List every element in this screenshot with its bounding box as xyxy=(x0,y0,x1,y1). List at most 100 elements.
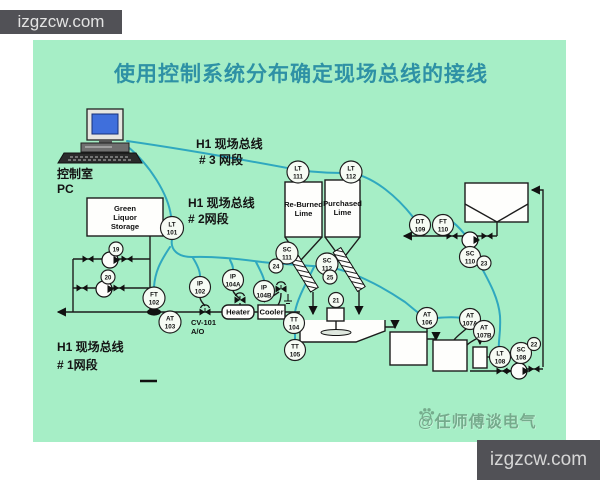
svg-text:LT: LT xyxy=(168,222,175,229)
svg-text:CV-101: CV-101 xyxy=(191,318,216,327)
svg-text:AT: AT xyxy=(166,316,174,323)
device-19: 19 xyxy=(108,241,124,257)
purchased-lime-hopper: Purchased Lime xyxy=(323,179,362,262)
svg-text:LT: LT xyxy=(496,351,503,358)
tank-3 xyxy=(472,346,488,369)
agitator-impeller xyxy=(320,329,352,336)
svg-text:104A: 104A xyxy=(225,282,241,289)
svg-text:H1 现场总线: H1 现场总线 xyxy=(196,136,263,151)
cooler: Cooler xyxy=(257,304,286,320)
svg-text:Liquor: Liquor xyxy=(113,213,137,222)
svg-text:SC: SC xyxy=(283,247,292,254)
svg-text:FT: FT xyxy=(439,219,447,226)
svg-text:107A: 107A xyxy=(462,321,478,328)
lime-storage-tank xyxy=(464,182,529,223)
svg-text:Storage: Storage xyxy=(111,222,139,231)
svg-text:110: 110 xyxy=(438,227,449,234)
svg-text:102: 102 xyxy=(149,300,160,307)
svg-text:IP: IP xyxy=(261,285,267,292)
svg-text:105: 105 xyxy=(290,352,301,359)
svg-text:110: 110 xyxy=(465,259,476,266)
svg-text:DT: DT xyxy=(416,219,425,226)
diagram-canvas xyxy=(33,40,566,442)
lime-slaker-mixer xyxy=(299,307,386,343)
svg-text:104: 104 xyxy=(289,325,300,332)
watermark-text: izgzcw.com xyxy=(17,12,105,31)
credit-watermark: @任师傅谈电气 xyxy=(418,406,570,434)
segment2-label: H1 现场总线 # 2网段 xyxy=(188,195,255,226)
svg-text:TT: TT xyxy=(291,344,299,351)
baidu-paw-icon xyxy=(419,408,435,422)
svg-text:Re-Burned: Re-Burned xyxy=(284,200,323,209)
svg-text:Lime: Lime xyxy=(334,208,352,217)
svg-text:# 3 网段: # 3 网段 xyxy=(199,152,244,167)
svg-text:25: 25 xyxy=(327,275,334,281)
watermark-bottom-right: izgzcw.com xyxy=(477,440,600,480)
keyboard xyxy=(57,152,143,164)
svg-text:108: 108 xyxy=(495,359,506,366)
screw-conveyor-25 xyxy=(332,246,366,293)
monitor-screen xyxy=(91,113,119,135)
svg-text:112: 112 xyxy=(322,266,333,273)
svg-text:H1 现场总线: H1 现场总线 xyxy=(57,339,124,354)
svg-text:103: 103 xyxy=(165,324,176,331)
segment3-label: H1 现场总线 # 3 网段 xyxy=(196,136,263,167)
svg-text:AT: AT xyxy=(466,313,474,320)
device-25: 25 xyxy=(322,269,338,285)
svg-text:LT: LT xyxy=(347,166,354,173)
svg-text:102: 102 xyxy=(195,289,206,296)
svg-text:TT: TT xyxy=(290,317,298,324)
tank-label: Green xyxy=(114,204,136,213)
svg-text:控制室: 控制室 xyxy=(57,166,93,181)
cv-101-label: CV-101 A/O xyxy=(191,318,216,336)
h1-bus-segment-1-line xyxy=(153,246,315,340)
heater: Heater xyxy=(221,304,255,320)
device-23: 23 xyxy=(476,255,492,271)
svg-text:104B: 104B xyxy=(256,293,272,300)
control-room-pc xyxy=(57,108,143,164)
agitator-motor xyxy=(326,307,345,322)
tank-2 xyxy=(432,339,468,372)
svg-text:101: 101 xyxy=(167,230,178,237)
svg-text:PC: PC xyxy=(57,182,74,196)
tank-1 xyxy=(389,331,428,366)
svg-text:FT: FT xyxy=(150,292,158,299)
svg-text:108: 108 xyxy=(516,355,527,362)
svg-text:24: 24 xyxy=(273,264,280,270)
svg-text:SC: SC xyxy=(466,251,475,258)
svg-text:AT: AT xyxy=(480,325,488,332)
pc-label: 控制室 PC xyxy=(57,166,93,196)
credit-text: @任师傅谈电气 xyxy=(418,414,537,431)
svg-text:# 2网段: # 2网段 xyxy=(188,211,230,226)
svg-text:109: 109 xyxy=(415,227,426,234)
svg-text:SC: SC xyxy=(323,258,332,265)
svg-text:111: 111 xyxy=(282,255,292,262)
svg-text:SC: SC xyxy=(517,347,526,354)
device-21: 21 xyxy=(327,291,345,309)
segment1-label: H1 现场总线 # 1网段 xyxy=(57,339,124,372)
device-20: 20 xyxy=(100,269,116,285)
reburned-lime-hopper: Re-Burned Lime xyxy=(284,181,323,262)
svg-text:23: 23 xyxy=(481,261,488,267)
svg-text:H1 现场总线: H1 现场总线 xyxy=(188,195,255,210)
svg-text:21: 21 xyxy=(333,298,340,304)
svg-text:IP: IP xyxy=(197,281,203,288)
svg-text:20: 20 xyxy=(105,275,112,281)
svg-text:Lime: Lime xyxy=(295,209,313,218)
